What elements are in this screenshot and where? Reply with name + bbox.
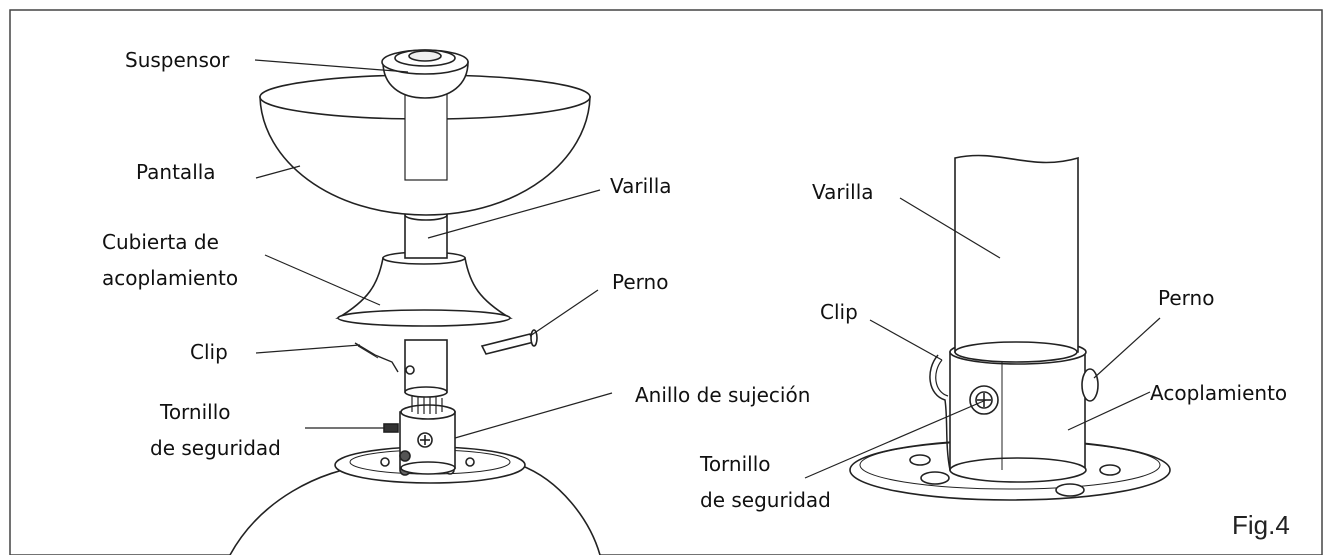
label-varilla-right: Varilla (812, 180, 874, 204)
label-perno-right: Perno (1158, 286, 1215, 310)
figure-label: Fig.4 (1232, 510, 1290, 540)
left-assembly (229, 49, 601, 555)
varilla-lower (404, 339, 448, 393)
label-anillo: Anillo de sujeción (635, 383, 811, 407)
right-varilla (954, 154, 1079, 353)
diagram-border (9, 9, 1323, 555)
left-leader-lines (254, 59, 613, 439)
label-tornillo-line1-left: Tornillo (160, 400, 231, 424)
cubierta-de-acoplamiento (335, 257, 513, 319)
label-tornillo-line2-right: de seguridad (700, 488, 831, 512)
label-cubierta-line1: Cubierta de (102, 230, 219, 254)
label-tornillo-line1-right: Tornillo (700, 452, 771, 476)
label-varilla-left: Varilla (610, 174, 672, 198)
varilla-middle (404, 214, 448, 259)
perno-pin (480, 333, 536, 355)
label-cubierta-line2: acoplamiento (102, 266, 239, 290)
label-clip-left: Clip (190, 340, 228, 364)
label-perno-left: Perno (612, 270, 669, 294)
right-leader-lines (804, 197, 1161, 479)
label-clip-right: Clip (820, 300, 858, 324)
label-suspensor: Suspensor (125, 48, 230, 72)
label-tornillo-line2-left: de seguridad (150, 436, 281, 460)
right-assembly (849, 154, 1171, 501)
acoplamiento-body (949, 351, 1086, 471)
label-pantalla: Pantalla (136, 160, 216, 184)
label-acoplamiento: Acoplamiento (1150, 381, 1288, 405)
